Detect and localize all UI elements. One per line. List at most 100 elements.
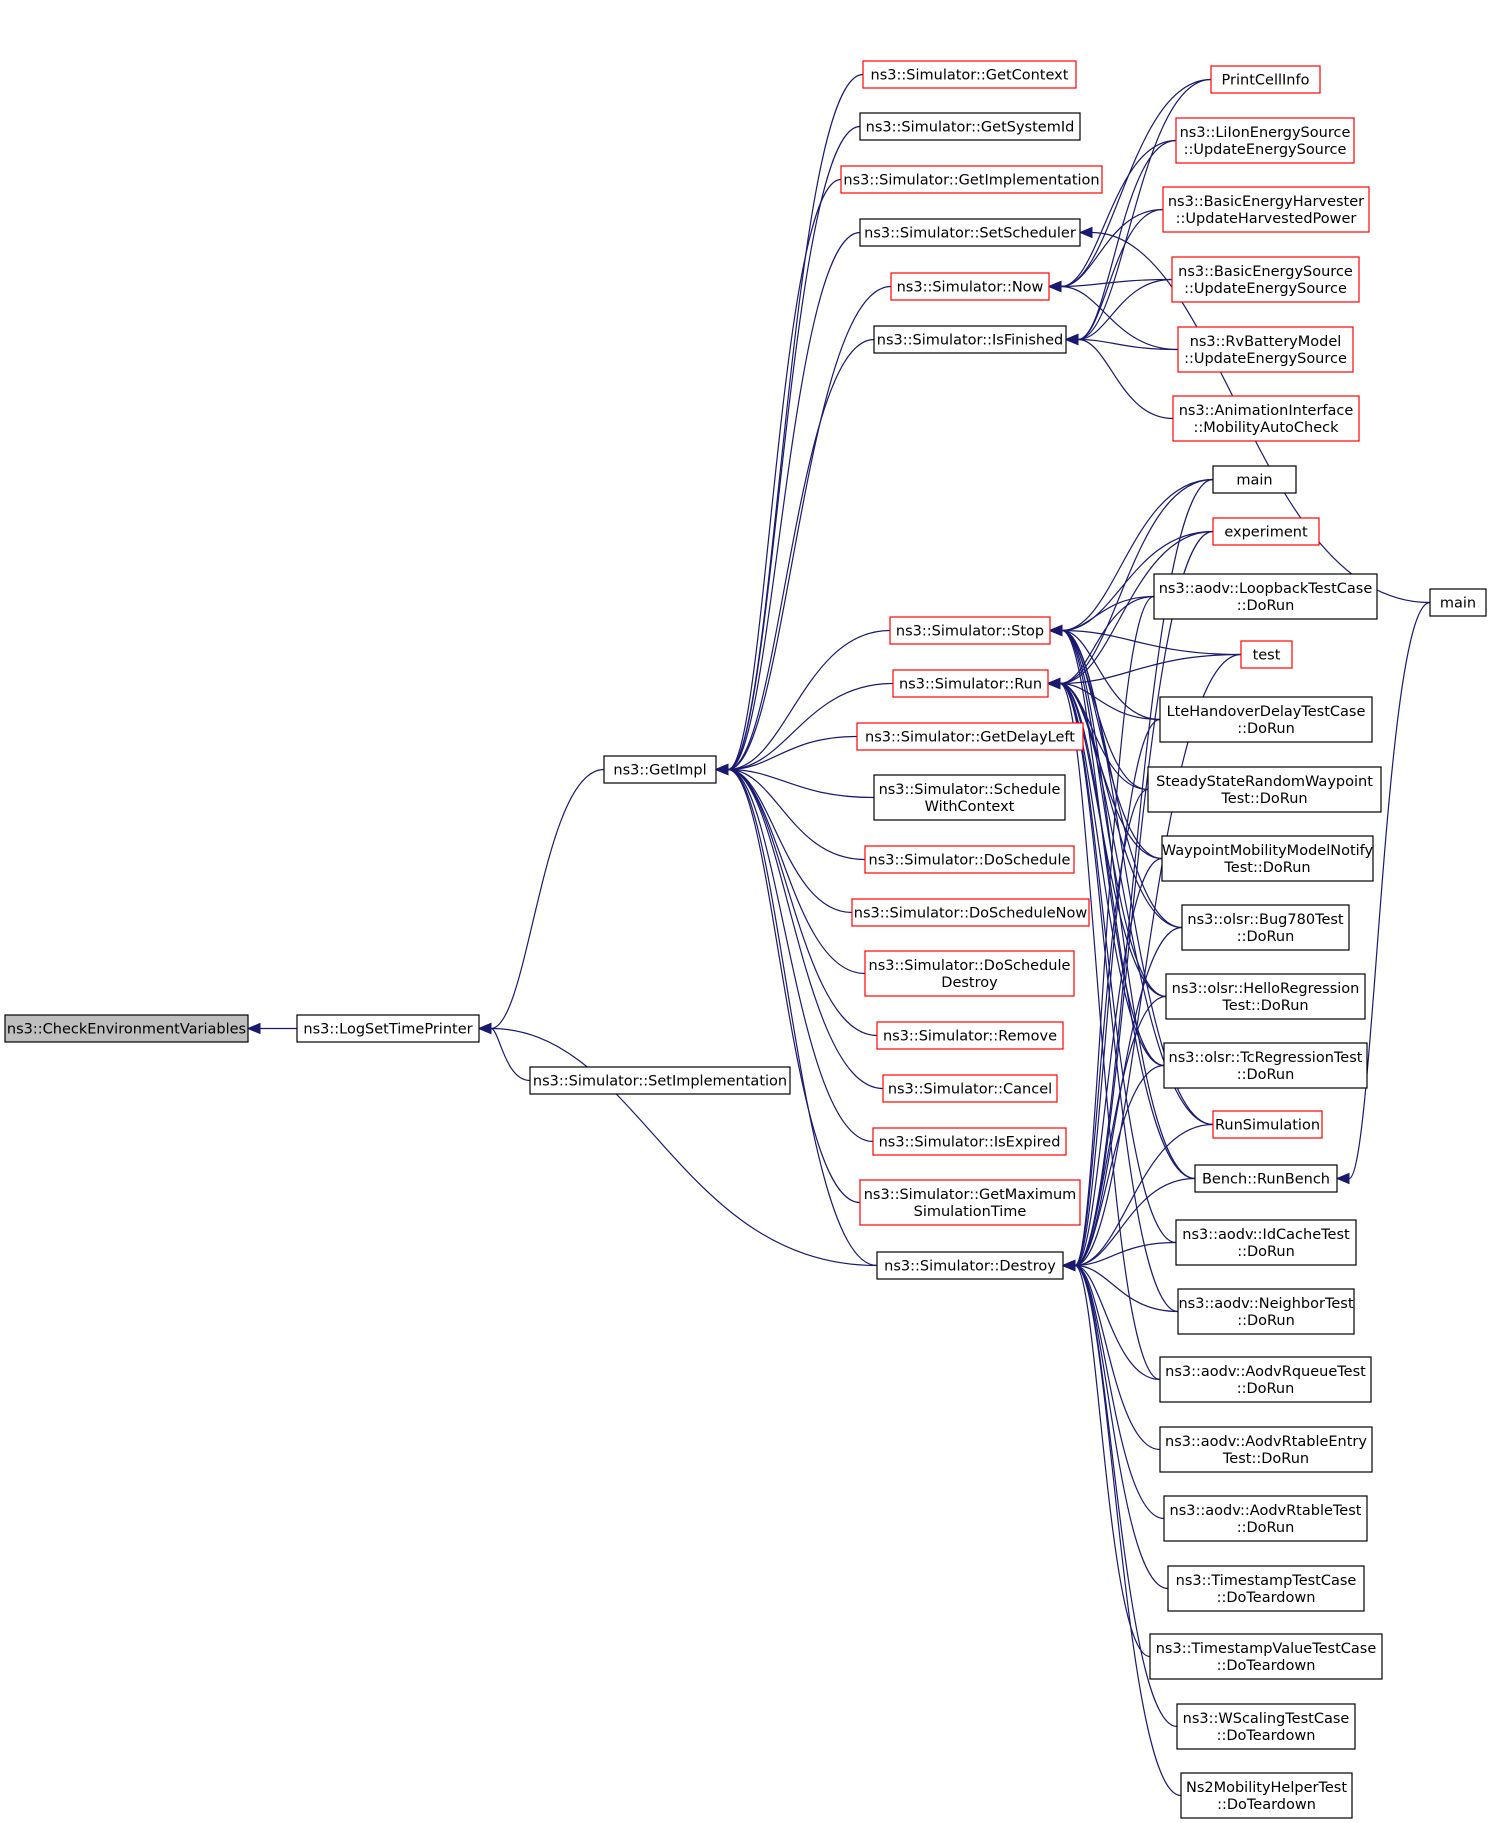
edge-path — [1348, 601, 1431, 1180]
edge-path — [1074, 1264, 1151, 1658]
edge-path — [1059, 682, 1196, 1180]
call-edge — [714, 285, 892, 776]
node-box — [1177, 326, 1354, 373]
node-main2[interactable]: main — [1429, 588, 1487, 617]
node-label: ::UpdateEnergySource — [1184, 351, 1347, 367]
node-rvbattery[interactable]: ns3::RvBatteryModel::UpdateEnergySource — [1177, 326, 1354, 373]
edge-path — [1074, 718, 1161, 1267]
node-animation[interactable]: ns3::AnimationInterface::MobilityAutoChe… — [1172, 395, 1360, 442]
node-label: ns3::LiIonEnergySource — [1180, 125, 1351, 141]
node-getsystemid[interactable]: ns3::Simulator::GetSystemId — [859, 112, 1081, 141]
node-root[interactable]: ns3::CheckEnvironmentVariables — [4, 1014, 249, 1043]
node-label: ns3::aodv::AodvRtableEntry — [1165, 1434, 1367, 1450]
edge-arrowhead — [246, 1022, 261, 1035]
node-bug780[interactable]: ns3::olsr::Bug780Test::DoRun — [1181, 904, 1350, 951]
node-doschedulenow[interactable]: ns3::Simulator::DoScheduleNow — [851, 898, 1090, 927]
node-logset[interactable]: ns3::LogSetTimePrinter — [296, 1014, 480, 1043]
node-label: ns3::olsr::HelloRegression — [1172, 981, 1360, 997]
node-destroy[interactable]: ns3::Simulator::Destroy — [876, 1251, 1064, 1280]
node-rqueue[interactable]: ns3::aodv::AodvRqueueTest::DoRun — [1159, 1356, 1372, 1403]
edge-path — [1074, 788, 1149, 1267]
call-edge — [1048, 624, 1196, 1180]
node-remove[interactable]: ns3::Simulator::Remove — [876, 1021, 1064, 1050]
edge-path — [727, 231, 861, 771]
node-stop[interactable]: ns3::Simulator::Stop — [889, 616, 1051, 645]
edge-path — [1059, 682, 1214, 1126]
node-runsim[interactable]: RunSimulation — [1212, 1110, 1323, 1139]
node-rtable[interactable]: ns3::aodv::AodvRtableTest::DoRun — [1163, 1495, 1368, 1542]
call-edge — [714, 178, 842, 776]
node-run[interactable]: ns3::Simulator::Run — [892, 669, 1049, 698]
node-box — [859, 1179, 1081, 1226]
node-test[interactable]: test — [1240, 640, 1293, 669]
node-box — [873, 325, 1067, 354]
node-getcontext[interactable]: ns3::Simulator::GetContext — [862, 60, 1077, 89]
node-box — [876, 1021, 1064, 1050]
node-label: ns3::aodv::IdCacheTest — [1182, 1227, 1350, 1243]
node-main1[interactable]: main — [1212, 465, 1297, 494]
edge-path — [1059, 478, 1214, 685]
edge-path — [727, 768, 861, 1204]
node-label: ns3::Simulator::GetContext — [871, 68, 1069, 84]
node-liion[interactable]: ns3::LiIonEnergySource::UpdateEnergySour… — [1175, 117, 1355, 164]
edge-path — [1061, 629, 1165, 1067]
node-box — [1210, 65, 1321, 94]
node-getimplementation[interactable]: ns3::Simulator::GetImplementation — [840, 165, 1103, 194]
node-tcreg[interactable]: ns3::olsr::TcRegressionTest::DoRun — [1163, 1042, 1368, 1089]
node-setscheduler[interactable]: ns3::Simulator::SetScheduler — [859, 218, 1081, 247]
node-ns2mobility[interactable]: Ns2MobilityHelperTest::DoTeardown — [1180, 1772, 1353, 1819]
node-neighbor[interactable]: ns3::aodv::NeighborTest::DoRun — [1177, 1288, 1355, 1335]
node-idcache[interactable]: ns3::aodv::IdCacheTest::DoRun — [1175, 1219, 1357, 1266]
node-wscaling[interactable]: ns3::WScalingTestCase::DoTeardown — [1176, 1703, 1356, 1750]
call-edge — [1064, 278, 1173, 346]
node-box — [1159, 696, 1373, 743]
node-label: ns3::BasicEnergySource — [1178, 264, 1353, 280]
node-basicsource[interactable]: ns3::BasicEnergySource::UpdateEnergySour… — [1171, 256, 1360, 303]
node-isexpired[interactable]: ns3::Simulator::IsExpired — [872, 1127, 1067, 1156]
edge-path — [1060, 285, 1179, 351]
node-getimpl[interactable]: ns3::GetImpl — [603, 755, 717, 784]
node-label: ns3::Simulator::DoSchedule — [869, 958, 1071, 974]
node-cancel[interactable]: ns3::Simulator::Cancel — [882, 1074, 1058, 1103]
node-ltehandover[interactable]: LteHandoverDelayTestCase::DoRun — [1159, 696, 1373, 743]
node-box — [1212, 465, 1297, 494]
edge-path — [727, 338, 875, 771]
node-label: ns3::TimestampTestCase — [1176, 1573, 1357, 1589]
edge-path — [727, 768, 884, 1090]
node-box — [1171, 256, 1360, 303]
edge-path — [1074, 1264, 1161, 1381]
node-label: ns3::Simulator::Schedule — [879, 782, 1061, 798]
node-experiment[interactable]: experiment — [1212, 517, 1320, 546]
node-isfinished[interactable]: ns3::Simulator::IsFinished — [873, 325, 1067, 354]
node-label: ns3::olsr::Bug780Test — [1187, 912, 1344, 928]
call-edge — [1335, 601, 1431, 1185]
node-timestamp[interactable]: ns3::TimestampTestCase::DoTeardown — [1167, 1565, 1365, 1612]
node-setimpl[interactable]: ns3::Simulator::SetImplementation — [529, 1066, 791, 1095]
node-label: Test::DoRun — [1221, 998, 1308, 1014]
call-edge — [1061, 1259, 1182, 1797]
edge-path — [1060, 78, 1212, 288]
node-box — [1147, 766, 1382, 813]
node-label: ns3::Simulator::DoSchedule — [869, 853, 1071, 869]
node-runbench[interactable]: Bench::RunBench — [1194, 1164, 1338, 1193]
node-doschedule[interactable]: ns3::Simulator::DoSchedule — [864, 845, 1075, 874]
node-loopback[interactable]: ns3::aodv::LoopbackTestCase::DoRun — [1153, 573, 1378, 620]
node-label: Bench::RunBench — [1202, 1172, 1330, 1188]
call-edge — [714, 763, 878, 1267]
edge-path — [1060, 278, 1173, 288]
call-edge — [714, 338, 875, 776]
node-timestampvalue[interactable]: ns3::TimestampValueTestCase::DoTeardown — [1149, 1633, 1383, 1680]
node-printcellinfo[interactable]: PrintCellInfo — [1210, 65, 1321, 94]
node-getdelayleft[interactable]: ns3::Simulator::GetDelayLeft — [856, 722, 1084, 751]
call-edge — [1064, 333, 1179, 351]
node-box — [862, 60, 1077, 89]
node-basicharvester[interactable]: ns3::BasicEnergyHarvester::UpdateHarvest… — [1162, 186, 1370, 233]
node-now[interactable]: ns3::Simulator::Now — [890, 272, 1050, 301]
